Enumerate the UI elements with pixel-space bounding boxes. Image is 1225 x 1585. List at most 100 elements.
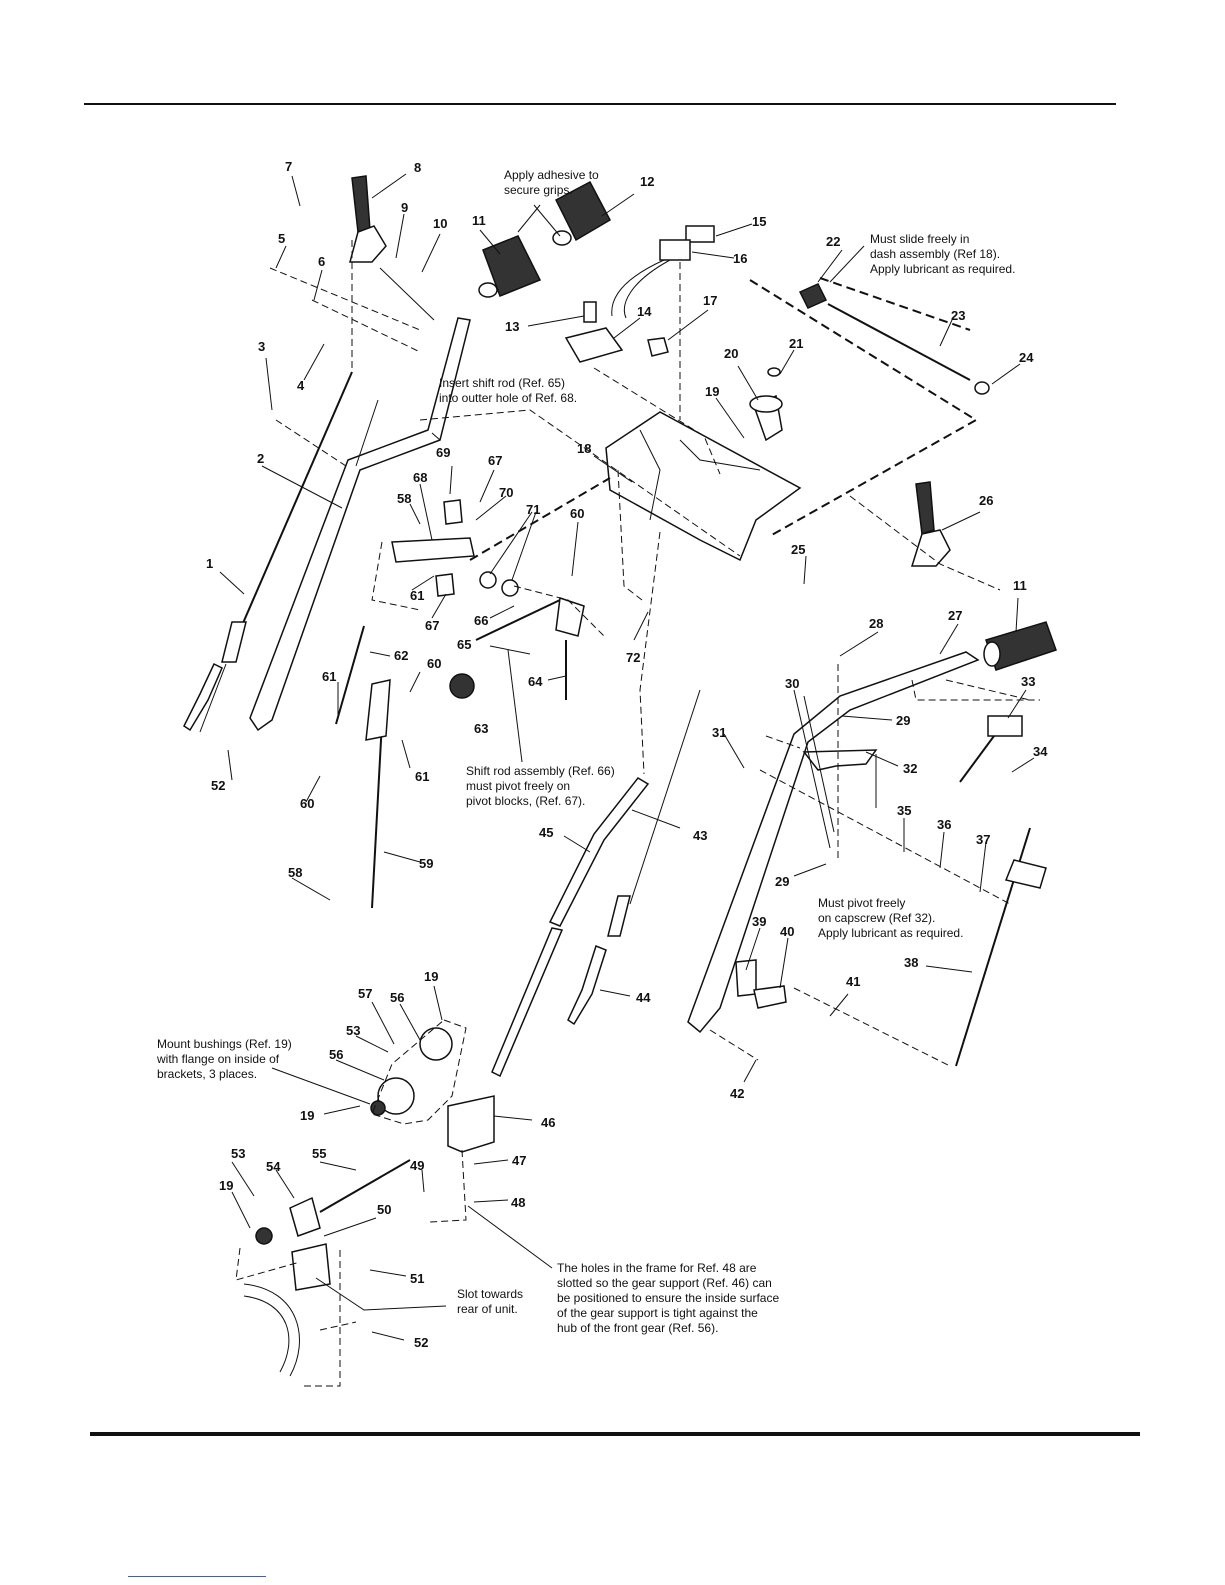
callout-5: 5 [278,231,285,246]
callout-33: 33 [1021,674,1035,689]
callout-72: 72 [626,650,640,665]
grommet-20-21 [749,367,783,442]
note-line: Slot towards [457,1287,523,1301]
callout-54: 54 [266,1159,281,1174]
note-line: dash assembly (Ref 18). [870,247,1000,261]
callout-23: 23 [951,308,965,323]
callout-20: 20 [724,346,738,361]
callout-58a: 58 [397,491,411,506]
callout-63: 63 [474,721,488,736]
callout-42: 42 [730,1086,744,1101]
cable-1 [183,371,353,733]
callout-21: 21 [789,336,803,351]
note-line: Apply lubricant as required. [818,926,963,940]
note-line: slotted so the gear support (Ref. 46) ca… [557,1276,772,1290]
callout-8: 8 [414,160,421,175]
note-line: be positioned to ensure the inside surfa… [557,1291,779,1305]
bracket-14 [564,301,624,363]
note-line: of the gear support is tight against the [557,1306,758,1320]
link-rods-59-62 [335,625,391,909]
callout-35: 35 [897,803,911,818]
note-line: Apply lubricant as required. [870,262,1015,276]
callout-13: 13 [505,319,519,334]
callout-38: 38 [904,955,918,970]
callout-64: 64 [528,674,543,689]
callout-56a: 56 [329,1047,343,1062]
note-line: must pivot freely on [466,779,570,793]
note-must-slide: Must slide freely in dash assembly (Ref … [870,232,1015,276]
callout-17: 17 [703,293,717,308]
footer-link-underline[interactable] [128,1576,266,1577]
note-line: pivot blocks, (Ref. 67). [466,794,585,808]
grips-11-12 [478,180,611,298]
callout-52a: 52 [414,1335,428,1350]
callout-53a: 53 [231,1146,245,1161]
callout-44: 44 [636,990,651,1005]
callout-18: 18 [577,441,591,456]
callout-6: 6 [318,254,325,269]
callout-32: 32 [903,761,917,776]
callout-61b: 61 [322,669,336,684]
callout-15: 15 [752,214,766,229]
callout-11: 11 [472,213,486,228]
note-line: into outter hole of Ref. 68. [439,391,577,405]
shift-lever-8 [349,175,387,263]
callout-69: 69 [436,445,450,460]
top-rule [84,103,1116,105]
callout-2: 2 [257,451,264,466]
callout-10: 10 [433,216,447,231]
rod-45 [491,777,650,1078]
callout-65: 65 [457,637,471,652]
callout-26: 26 [979,493,993,508]
switch-15-16 [611,225,715,319]
callout-34: 34 [1033,744,1048,759]
callout-40: 40 [780,924,794,939]
clip-17 [647,337,669,357]
callout-36: 36 [937,817,951,832]
callout-48: 48 [511,1195,525,1210]
callout-66: 66 [474,613,488,628]
callout-59: 59 [419,856,433,871]
callout-22: 22 [826,234,840,249]
note-slot-towards-rear: Slot towards rear of unit. [457,1287,523,1316]
callout-19c: 19 [424,969,438,984]
gear-assembly-56 [370,1027,453,1116]
note-line: with flange on inside of [156,1052,280,1066]
callout-12: 12 [640,174,654,189]
callout-51: 51 [410,1271,424,1286]
callout-67b: 67 [425,618,439,633]
callout-4: 4 [297,378,305,393]
callout-numbers: 1 2 3 4 5 6 7 8 9 10 11 12 13 14 15 16 1… [206,159,1048,1350]
note-line: Must slide freely in [870,232,969,246]
callout-60c: 60 [570,506,584,521]
callout-9: 9 [401,200,408,215]
callout-19d: 19 [300,1108,314,1123]
callout-14: 14 [637,304,652,319]
bracket-39-40 [735,959,787,1009]
callout-24: 24 [1019,350,1034,365]
note-line: Insert shift rod (Ref. 65) [439,376,565,390]
right-shift-lever-26 [910,481,951,567]
grip-11-right [983,621,1057,671]
bottom-rule [90,1432,1140,1436]
drop-pin-38 [955,827,1047,1067]
callout-25: 25 [791,542,805,557]
callout-56b: 56 [390,990,404,1005]
lever-assembly-68 [391,499,519,597]
callout-57: 57 [358,986,372,1001]
note-line: on capscrew (Ref 32). [818,911,935,925]
callout-55: 55 [312,1146,326,1161]
note-apply-adhesive: Apply adhesive to secure grips. [504,168,599,197]
handle-bracket-32 [802,749,878,771]
dash-panel-18 [605,411,802,562]
callout-62: 62 [394,648,408,663]
callout-7: 7 [285,159,292,174]
note-frame-holes: The holes in the frame for Ref. 48 are s… [557,1261,779,1335]
assembly-lines [235,240,1040,1387]
note-line: Must pivot freely [818,896,905,910]
callout-30: 30 [785,676,799,691]
callout-16: 16 [733,251,747,266]
callout-58b: 58 [288,865,302,880]
callout-28: 28 [869,616,883,631]
